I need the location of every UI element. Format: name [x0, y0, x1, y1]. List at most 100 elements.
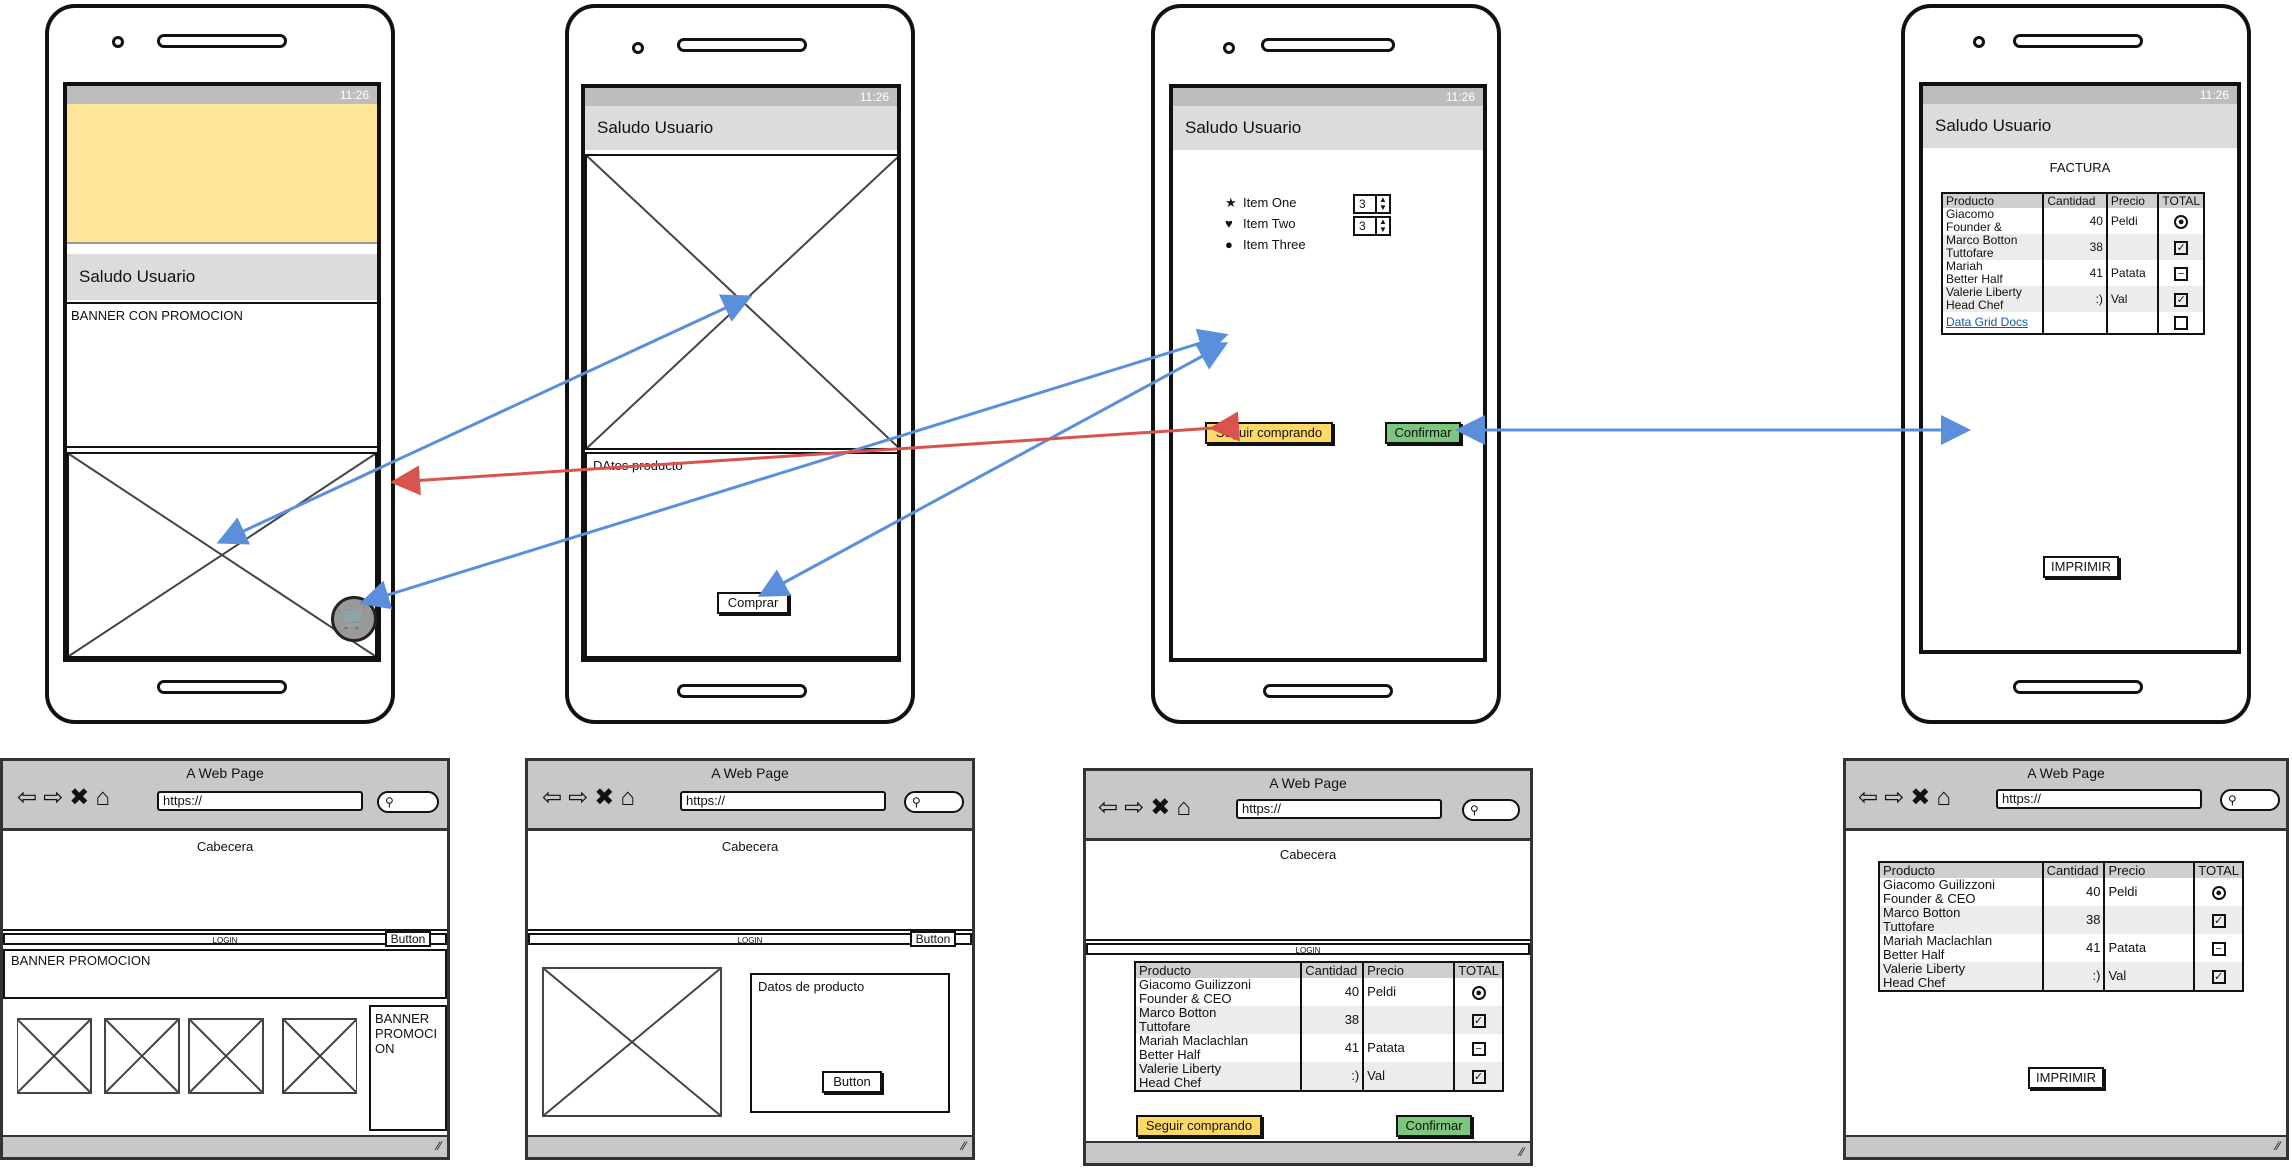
grid-header[interactable]: Precio [2105, 194, 2159, 208]
checkbox-checked-icon[interactable]: ✓ [2174, 241, 2189, 255]
close-icon[interactable]: ✖ [1150, 794, 1177, 821]
print-button[interactable]: IMPRIMIR [2043, 556, 2119, 578]
stepper-arrows-icon[interactable]: ▲▼ [1375, 196, 1389, 212]
home-icon[interactable]: ⌂ [1936, 784, 1957, 811]
confirm-button[interactable]: Confirmar [1396, 1115, 1472, 1137]
resize-grip-icon[interactable]: ⁄⁄ [961, 1139, 966, 1153]
home-icon[interactable]: ⌂ [620, 784, 641, 811]
url-field[interactable]: https:// [157, 791, 363, 811]
search-field[interactable]: ⚲ [1462, 799, 1520, 821]
back-icon[interactable]: ⇦ [1858, 784, 1885, 811]
grid-header[interactable]: Cantidad [2042, 194, 2107, 208]
continue-shopping-button[interactable]: Seguir comprando [1136, 1115, 1262, 1137]
login-link[interactable]: LOGIN [1295, 946, 1321, 955]
search-icon[interactable]: ⚲ [385, 795, 394, 809]
quantity-stepper[interactable]: 3 ▲▼ [1353, 216, 1391, 236]
list-item[interactable]: ●Item Three [1225, 234, 1405, 255]
grid-header[interactable]: Producto [1136, 963, 1302, 978]
close-icon[interactable]: ✖ [594, 784, 621, 811]
grid-header[interactable]: Producto [1943, 194, 2044, 208]
radio-icon[interactable]: ● [2174, 215, 2189, 229]
grid-header[interactable]: Precio [2103, 863, 2195, 878]
resize-grip-icon[interactable]: ⁄⁄ [436, 1139, 441, 1153]
login-link[interactable]: LOGIN [737, 936, 763, 945]
resize-grip-icon[interactable]: ⁄⁄ [2275, 1139, 2280, 1153]
url-field[interactable]: https:// [680, 791, 886, 811]
grid-header[interactable]: TOTAL [2193, 863, 2242, 878]
back-icon[interactable]: ⇦ [1098, 794, 1125, 821]
table-row[interactable]: Data Grid Docs [1943, 312, 2203, 333]
product-button[interactable]: Button [822, 1071, 882, 1093]
forward-icon[interactable]: ⇨ [43, 784, 70, 811]
checkbox-checked-icon[interactable]: ✓ [2174, 293, 2189, 307]
grid-header[interactable]: Cantidad [2041, 863, 2105, 878]
phone-home-button[interactable] [2013, 680, 2143, 694]
checkbox-indeterminate-icon[interactable]: − [2174, 267, 2189, 281]
forward-icon[interactable]: ⇨ [1884, 784, 1911, 811]
checkbox-empty-icon[interactable] [2174, 316, 2189, 330]
close-icon[interactable]: ✖ [69, 784, 96, 811]
grid-header[interactable]: TOTAL [1453, 963, 1502, 978]
data-grid-docs-link[interactable]: Data Grid Docs [1946, 315, 2029, 329]
search-field[interactable]: ⚲ [377, 791, 439, 813]
grid-header[interactable]: Precio [1362, 963, 1455, 978]
phone-home-button[interactable] [157, 680, 287, 694]
print-button[interactable]: IMPRIMIR [2028, 1067, 2104, 1089]
checkbox-indeterminate-icon[interactable]: − [1471, 1042, 1486, 1056]
buy-button[interactable]: Comprar [717, 592, 789, 614]
list-item[interactable]: ♥Item Two [1225, 213, 1405, 234]
confirm-button[interactable]: Confirmar [1385, 422, 1461, 444]
close-icon[interactable]: ✖ [1910, 784, 1937, 811]
back-icon[interactable]: ⇦ [17, 784, 44, 811]
forward-icon[interactable]: ⇨ [1124, 794, 1151, 821]
search-icon[interactable]: ⚲ [1470, 803, 1479, 817]
grid-header[interactable]: Cantidad [1300, 963, 1364, 978]
search-icon[interactable]: ⚲ [2228, 793, 2237, 807]
web-button[interactable]: Button [910, 931, 956, 947]
search-field[interactable]: ⚲ [904, 791, 964, 813]
back-icon[interactable]: ⇦ [542, 784, 569, 811]
list-item[interactable]: ★Item One [1225, 192, 1405, 213]
app-title-bar: Saludo Usuario [585, 106, 897, 150]
search-icon[interactable]: ⚲ [912, 795, 921, 809]
resize-grip-icon[interactable]: ⁄⁄ [1519, 1145, 1524, 1159]
url-field[interactable]: https:// [1236, 799, 1442, 819]
quantity-stepper[interactable]: 3 ▲▼ [1353, 194, 1391, 214]
radio-icon[interactable]: ● [1471, 986, 1486, 1000]
stepper-arrows-icon[interactable]: ▲▼ [1375, 218, 1389, 234]
grid-header[interactable]: TOTAL [2157, 194, 2203, 208]
radio-icon[interactable]: ● [2211, 886, 2226, 900]
continue-shopping-button[interactable]: Seguir comprando [1205, 422, 1333, 444]
phone-home-button[interactable] [1263, 684, 1393, 698]
checkbox-checked-icon[interactable]: ✓ [1471, 1070, 1486, 1084]
home-icon[interactable]: ⌂ [95, 784, 116, 811]
search-field[interactable]: ⚲ [2220, 789, 2280, 811]
checkbox-checked-icon[interactable]: ✓ [2211, 970, 2226, 984]
phone-home-button[interactable] [677, 684, 807, 698]
login-link[interactable]: LOGIN [212, 936, 238, 945]
url-field[interactable]: https:// [1996, 789, 2202, 809]
web-button[interactable]: Button [385, 931, 431, 947]
promo-banner[interactable]: BANNER CON PROMOCION [67, 302, 377, 448]
forward-icon[interactable]: ⇨ [568, 784, 595, 811]
grid-header[interactable]: Producto [1880, 863, 2043, 878]
promo-banner[interactable]: BANNER PROMOCION [3, 949, 447, 999]
side-promo-banner[interactable]: BANNER PROMOCI ON [369, 1005, 447, 1131]
checkbox-indeterminate-icon[interactable]: − [2211, 942, 2226, 956]
checkbox-checked-icon[interactable]: ✓ [1471, 1014, 1486, 1028]
checkbox-checked-icon[interactable]: ✓ [2211, 914, 2226, 928]
cart-button[interactable]: 🛒 [331, 596, 377, 642]
home-icon[interactable]: ⌂ [1176, 794, 1197, 821]
